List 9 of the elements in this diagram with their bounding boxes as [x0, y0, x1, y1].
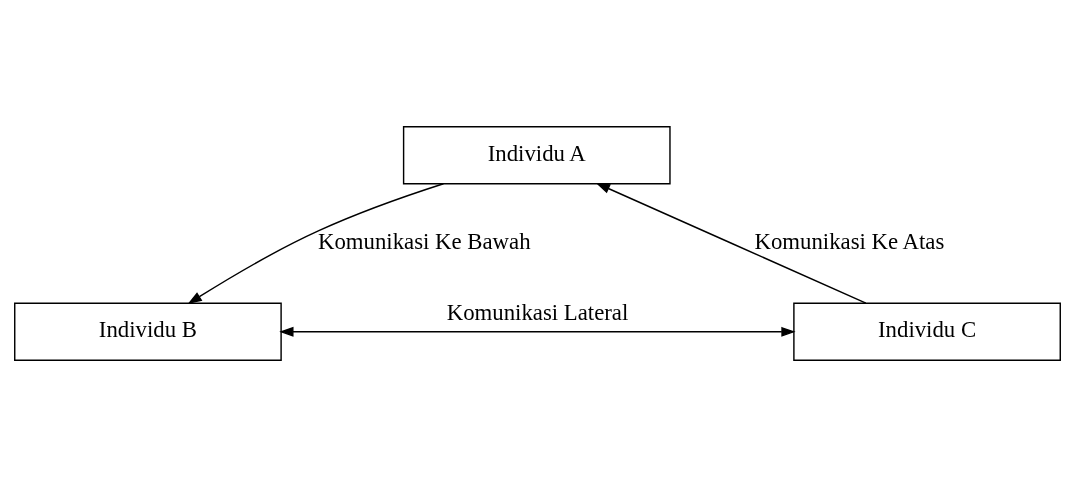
edge-label: Komunikasi Ke Bawah — [317, 228, 531, 254]
edge-label: Komunikasi Ke Atas — [754, 228, 945, 254]
arrow — [595, 182, 867, 304]
edge-label: Komunikasi Lateral — [446, 300, 629, 326]
node-box: Individu A — [402, 126, 671, 185]
node-box: Individu C — [793, 302, 1061, 361]
arrow — [187, 183, 445, 305]
arrow — [279, 326, 796, 337]
node-box: Individu B — [14, 302, 282, 361]
